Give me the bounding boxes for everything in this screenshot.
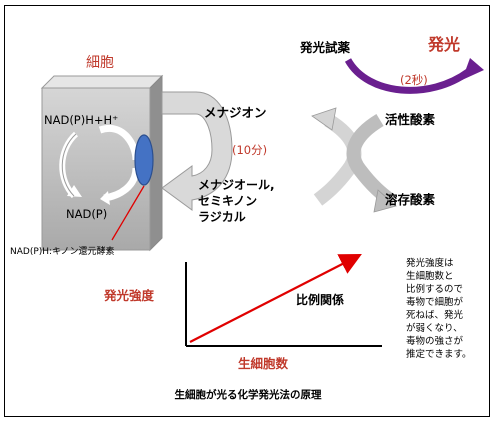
graph-trend-arrow (189, 253, 362, 343)
dissolved-oxygen-label: 溶存酸素 (385, 192, 436, 207)
enzyme-pointer-line (111, 185, 145, 241)
graph-xlabel: 生細胞数 (238, 356, 289, 371)
menadione-arrow (161, 91, 233, 211)
note-line: 生細胞数と (406, 270, 454, 282)
enzyme-label: NAD(P)H:キノン還元酵素 (10, 245, 114, 257)
graph (185, 253, 382, 347)
nad-cycle-arrow (59, 131, 82, 199)
nad-top-label: NAD(P)H+H⁺ (44, 113, 118, 127)
note-line: 毒物で細胞が (406, 296, 464, 308)
diagram-caption: 生細胞が光る化学発光法の原理 (175, 388, 322, 401)
menadione-label: メナジオン (204, 105, 267, 120)
reagent-label: 発光試薬 (299, 40, 351, 55)
luminescence-result-label: 発光 (427, 35, 460, 54)
active-oxygen-label: 活性酸素 (385, 112, 436, 127)
reaction-time-label: (10分) (232, 143, 267, 157)
note-line: が弱くなり、 (406, 322, 463, 334)
nad-bottom-label: NAD(P) (66, 207, 107, 221)
note-line: 発光強度は (406, 257, 454, 269)
luminescence-time-label: (2秒) (400, 73, 428, 87)
explanation-note: 発光強度は 生細胞数と 比例するので 毒物で細胞が 死ねば、発光 が弱くなり、 … (406, 257, 472, 360)
note-line: 比例するので (406, 283, 463, 295)
note-line: 推定できます。 (406, 348, 472, 360)
note-line: 死ねば、発光 (406, 309, 464, 321)
menadiol-label-1: メナジオール, (198, 178, 275, 192)
enzyme-ellipse (134, 134, 154, 186)
graph-ylabel: 発光強度 (103, 288, 155, 303)
oxygen-cross-arrows (311, 107, 397, 213)
cell-label: 細胞 (86, 55, 114, 71)
menadiol-label-2: セミキノン (198, 194, 257, 208)
graph-relation-label: 比例関係 (296, 292, 344, 307)
luminescence-arrow (344, 58, 484, 94)
menadiol-label-3: ラジカル (198, 210, 246, 224)
note-line: 毒物の強さが (406, 335, 464, 347)
